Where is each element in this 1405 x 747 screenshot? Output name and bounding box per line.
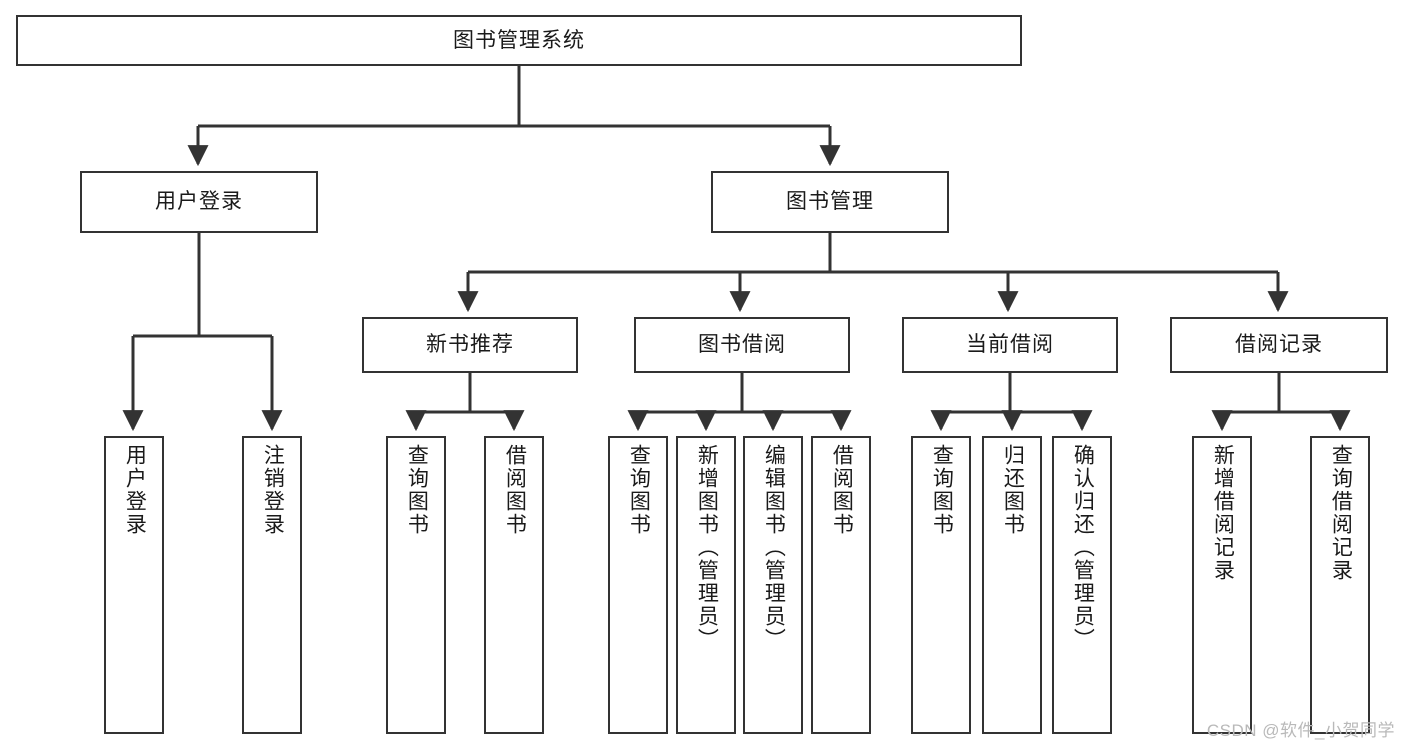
node-new-book-recommend-label: 新书推荐	[426, 333, 514, 357]
leaf-query-book-borrow-label: 查询图书	[627, 444, 651, 536]
leaf-borrow-book-label: 借阅图书	[830, 444, 854, 536]
node-user-login[interactable]: 用户登录	[80, 171, 318, 233]
watermark: CSDN @软件_小贺同学	[1206, 721, 1395, 740]
leaf-query-book-current-label: 查询图书	[930, 444, 954, 536]
node-borrow-record[interactable]: 借阅记录	[1170, 317, 1388, 373]
node-root-label: 图书管理系统	[453, 28, 585, 52]
node-book-management-label: 图书管理	[786, 190, 874, 214]
leaf-add-book-admin-label: 新增图书（管理员）	[695, 444, 719, 651]
leaf-confirm-return-admin-label: 确认归还（管理员）	[1071, 444, 1095, 651]
leaf-query-book-current[interactable]: 查询图书	[911, 436, 971, 734]
node-book-borrow-label: 图书借阅	[698, 333, 786, 357]
node-root[interactable]: 图书管理系统	[16, 15, 1022, 66]
leaf-add-borrow-record[interactable]: 新增借阅记录	[1192, 436, 1252, 734]
leaf-add-borrow-record-label: 新增借阅记录	[1211, 444, 1235, 582]
leaf-borrow-book-recommend[interactable]: 借阅图书	[484, 436, 544, 734]
node-current-borrow-label: 当前借阅	[966, 333, 1054, 357]
node-book-borrow[interactable]: 图书借阅	[634, 317, 850, 373]
node-book-management[interactable]: 图书管理	[711, 171, 949, 233]
leaf-borrow-book[interactable]: 借阅图书	[811, 436, 871, 734]
leaf-return-book-label: 归还图书	[1001, 444, 1025, 536]
leaf-user-login-label: 用户登录	[123, 444, 147, 536]
node-current-borrow[interactable]: 当前借阅	[902, 317, 1118, 373]
node-user-login-label: 用户登录	[155, 190, 243, 214]
leaf-logout-label: 注销登录	[261, 444, 285, 536]
leaf-user-login[interactable]: 用户登录	[104, 436, 164, 734]
leaf-add-book-admin[interactable]: 新增图书（管理员）	[676, 436, 736, 734]
leaf-borrow-book-recommend-label: 借阅图书	[503, 444, 527, 536]
node-borrow-record-label: 借阅记录	[1235, 333, 1323, 357]
leaf-logout[interactable]: 注销登录	[242, 436, 302, 734]
leaf-edit-book-admin-label: 编辑图书（管理员）	[762, 444, 786, 651]
node-new-book-recommend[interactable]: 新书推荐	[362, 317, 578, 373]
leaf-query-book-borrow[interactable]: 查询图书	[608, 436, 668, 734]
leaf-query-borrow-record-label: 查询借阅记录	[1329, 444, 1353, 582]
leaf-query-borrow-record[interactable]: 查询借阅记录	[1310, 436, 1370, 734]
leaf-query-book-recommend-label: 查询图书	[405, 444, 429, 536]
leaf-confirm-return-admin[interactable]: 确认归还（管理员）	[1052, 436, 1112, 734]
leaf-edit-book-admin[interactable]: 编辑图书（管理员）	[743, 436, 803, 734]
leaf-query-book-recommend[interactable]: 查询图书	[386, 436, 446, 734]
leaf-return-book[interactable]: 归还图书	[982, 436, 1042, 734]
